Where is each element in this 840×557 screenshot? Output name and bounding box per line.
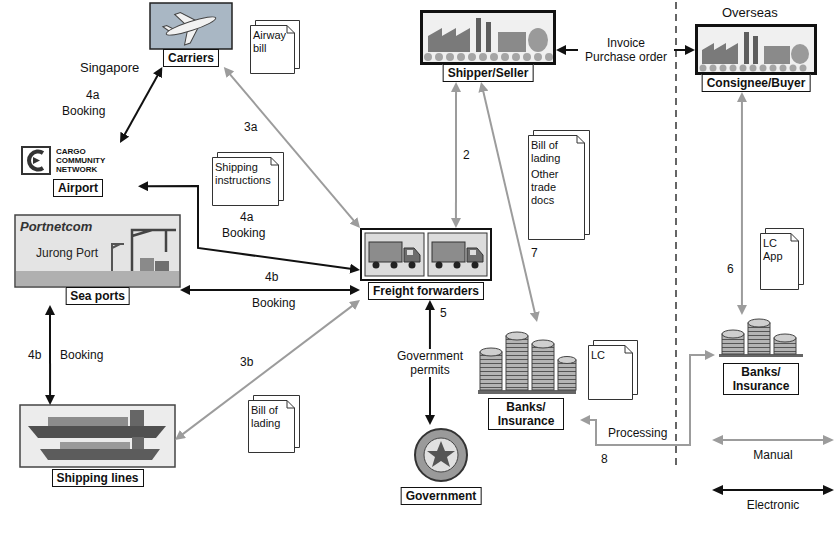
coins-picture — [719, 319, 803, 357]
trucks-picture — [361, 229, 491, 280]
region-label: Overseas — [722, 5, 778, 21]
legend-sample — [712, 484, 834, 496]
node-label: Government — [406, 489, 477, 503]
step-number: 7 — [531, 246, 538, 260]
step-number: 4a — [86, 88, 99, 102]
factory-photo — [422, 12, 555, 64]
document-icon: Bill of ladingOther trade docs — [528, 130, 590, 240]
connector-label: Processing — [606, 426, 669, 440]
node-label-box: Government — [401, 487, 482, 505]
step-number: 2 — [463, 148, 470, 162]
party-node: Consignee/Buyer — [695, 24, 817, 92]
connectors — [50, 50, 742, 445]
party-node: Shipping lines — [20, 405, 175, 487]
network-logo — [22, 147, 50, 174]
connector-label: Government permits — [388, 349, 472, 377]
region-label: Singapore — [80, 60, 139, 76]
manual-link — [741, 98, 743, 309]
legend-label: Manual — [712, 448, 834, 462]
step-number: 8 — [601, 452, 608, 466]
logo-text: Portnetcom — [20, 219, 92, 235]
node-label: Freight forwarders — [373, 284, 479, 298]
connector-label: Booking — [58, 348, 105, 362]
legend: ManualElectronic — [712, 434, 834, 534]
node-label-box: Banks/ Insurance — [723, 363, 799, 395]
party-node: Freight forwarders — [360, 228, 492, 300]
legend-item: Manual — [712, 434, 834, 484]
node-label-box: Sea ports — [65, 287, 130, 305]
coins-picture — [478, 332, 576, 394]
photo-caption: Jurong Port — [36, 246, 98, 260]
step-number: 5 — [440, 306, 447, 320]
node-label-box: Carriers — [163, 49, 219, 67]
document-label: Other trade docs — [531, 168, 582, 207]
node-label-box: Shipping lines — [51, 469, 143, 487]
document-text: LC App — [763, 237, 796, 266]
document-label: Bill of lading — [531, 139, 582, 165]
electronic-link — [49, 311, 51, 399]
legend-sample — [712, 434, 834, 446]
electronic-link — [123, 72, 159, 138]
node-label-box: Shipper/Seller — [443, 64, 534, 82]
document-label: LC — [591, 349, 630, 362]
document-label: Airway bill — [253, 29, 292, 55]
factory-photo — [697, 26, 816, 74]
node-label-box: Consignee/Buyer — [702, 74, 811, 92]
node-label-box: Freight forwarders — [368, 282, 484, 300]
legend-label: Electronic — [712, 498, 834, 512]
document-text: Bill of ladingOther trade docs — [531, 139, 582, 210]
node-label-box: Airport — [53, 179, 103, 197]
ships-photo — [20, 405, 175, 467]
document-text: Shipping instructions — [215, 161, 276, 190]
party-node: Shipper/Seller — [420, 10, 556, 82]
document-text: Bill of lading — [251, 404, 292, 433]
party-node: Carriers — [150, 3, 232, 67]
document-icon: Airway bill — [250, 20, 300, 74]
connector-label: Booking — [60, 104, 107, 118]
step-number: 3b — [240, 355, 253, 369]
document-label: Shipping instructions — [215, 161, 276, 187]
document-label: Bill of lading — [251, 404, 292, 430]
port-photo — [15, 215, 180, 287]
step-number: 4b — [28, 348, 41, 362]
government-emblem — [415, 429, 467, 481]
node-label: Airport — [58, 181, 98, 195]
connector-label: Booking — [220, 226, 267, 240]
node-label: Shipping lines — [56, 471, 138, 485]
party-node: Banks/ Insurance — [715, 315, 807, 395]
connector-label: Invoice Purchase order — [578, 36, 674, 64]
legend-item: Electronic — [712, 484, 834, 534]
node-label: Shipper/Seller — [448, 66, 529, 80]
step-number: 3a — [244, 120, 257, 134]
document-icon: LC App — [760, 228, 804, 290]
party-node: Banks/ Insurance — [472, 322, 580, 430]
step-number: 6 — [727, 262, 734, 276]
document-text: LC — [591, 349, 630, 365]
document-icon: Shipping instructions — [212, 152, 284, 206]
document-text: Airway bill — [253, 29, 292, 58]
node-label: Consignee/Buyer — [707, 76, 806, 90]
airplane-picture — [150, 3, 232, 50]
document-icon: LC — [588, 340, 638, 400]
step-number: 4b — [265, 270, 278, 284]
node-label: Banks/ Insurance — [493, 400, 559, 428]
document-icon: Bill of lading — [248, 395, 300, 453]
node-label: Carriers — [168, 51, 214, 65]
step-number: 4a — [240, 210, 253, 224]
party-node: Government — [387, 425, 495, 505]
node-label: Sea ports — [70, 289, 125, 303]
border-divider — [675, 2, 677, 470]
document-label: LC App — [763, 237, 796, 263]
connector-label: Booking — [250, 296, 297, 310]
logo-text: CARGO COMMUNITY NETWORK — [56, 147, 114, 174]
electronic-link — [186, 289, 354, 291]
node-label: Banks/ Insurance — [728, 365, 794, 393]
manual-link — [482, 88, 535, 316]
manual-link — [455, 88, 457, 222]
node-label-box: Banks/ Insurance — [488, 398, 564, 430]
